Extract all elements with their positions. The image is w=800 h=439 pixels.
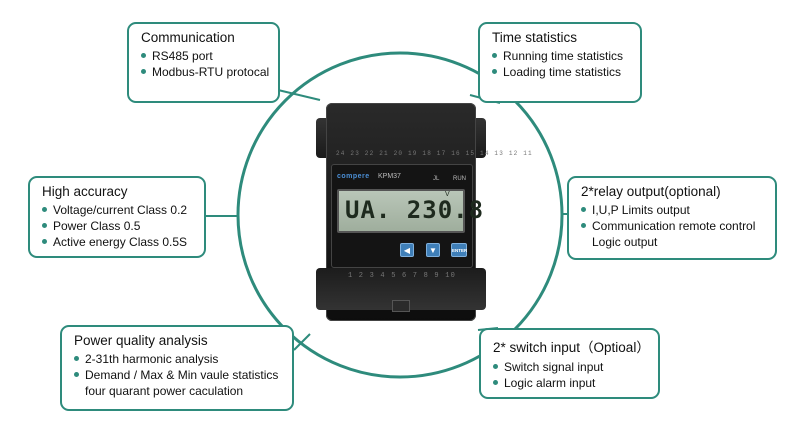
bullet-icon — [42, 239, 47, 244]
relay-output-box: 2*relay output(optional) I,U,P Limits ou… — [567, 176, 777, 260]
bullet-icon — [141, 53, 146, 58]
relay-output-item: I,U,P Limits output — [581, 202, 765, 218]
bullet-icon — [492, 69, 497, 74]
bullet-icon — [74, 356, 79, 361]
switch-input-item: Switch signal input — [493, 359, 648, 375]
time-statistics-title: Time statistics — [492, 30, 578, 45]
bullet-icon — [141, 69, 146, 74]
left-button[interactable]: ◀ — [400, 243, 414, 257]
time-statistics-item: Loading time statistics — [492, 64, 630, 80]
switch-input-item: Logic alarm input — [493, 375, 648, 391]
time-statistics-box: Time statistics Running time statistics … — [478, 22, 642, 103]
down-button[interactable]: ▼ — [426, 243, 440, 257]
switch-input-box: 2* switch input（Optioal） Switch signal i… — [479, 328, 660, 399]
high-accuracy-item: Voltage/current Class 0.2 — [42, 202, 194, 218]
communication-item: RS485 port — [141, 48, 268, 64]
relay-output-item-continuation: Logic output — [592, 235, 658, 249]
power-quality-box: Power quality analysis 2-31th harmonic a… — [60, 325, 294, 411]
bullet-icon — [493, 364, 498, 369]
bullet-icon — [493, 380, 498, 385]
communication-item: Modbus-RTU protocal — [141, 64, 269, 80]
connector-power-quality — [293, 333, 311, 351]
communication-title: Communication — [141, 30, 235, 45]
power-quality-item: Demand / Max & Min vaule statistics — [74, 367, 282, 383]
bullet-icon — [74, 372, 79, 377]
high-accuracy-item: Active energy Class 0.5S — [42, 234, 194, 250]
high-accuracy-item: Power Class 0.5 — [42, 218, 194, 234]
relay-output-title: 2*relay output(optional) — [581, 184, 721, 199]
relay-output-item: Communication remote control — [581, 218, 765, 234]
bullet-icon — [581, 207, 586, 212]
power-quality-item-continuation: four quarant power caculation — [85, 384, 244, 398]
high-accuracy-box: High accuracy Voltage/current Class 0.2 … — [28, 176, 206, 258]
bullet-icon — [581, 223, 586, 228]
power-quality-title: Power quality analysis — [74, 333, 208, 348]
communication-box: Communication RS485 port Modbus-RTU prot… — [127, 22, 280, 103]
power-quality-item: 2-31th harmonic analysis — [74, 351, 282, 367]
high-accuracy-title: High accuracy — [42, 184, 128, 199]
time-statistics-item: Running time statistics — [492, 48, 630, 64]
bullet-icon — [42, 207, 47, 212]
connector-communication — [277, 89, 321, 101]
bullet-icon — [492, 53, 497, 58]
bullet-icon — [42, 223, 47, 228]
enter-button[interactable]: ENTER — [451, 243, 467, 257]
switch-input-title: 2* switch input（Optioal） — [493, 340, 650, 355]
